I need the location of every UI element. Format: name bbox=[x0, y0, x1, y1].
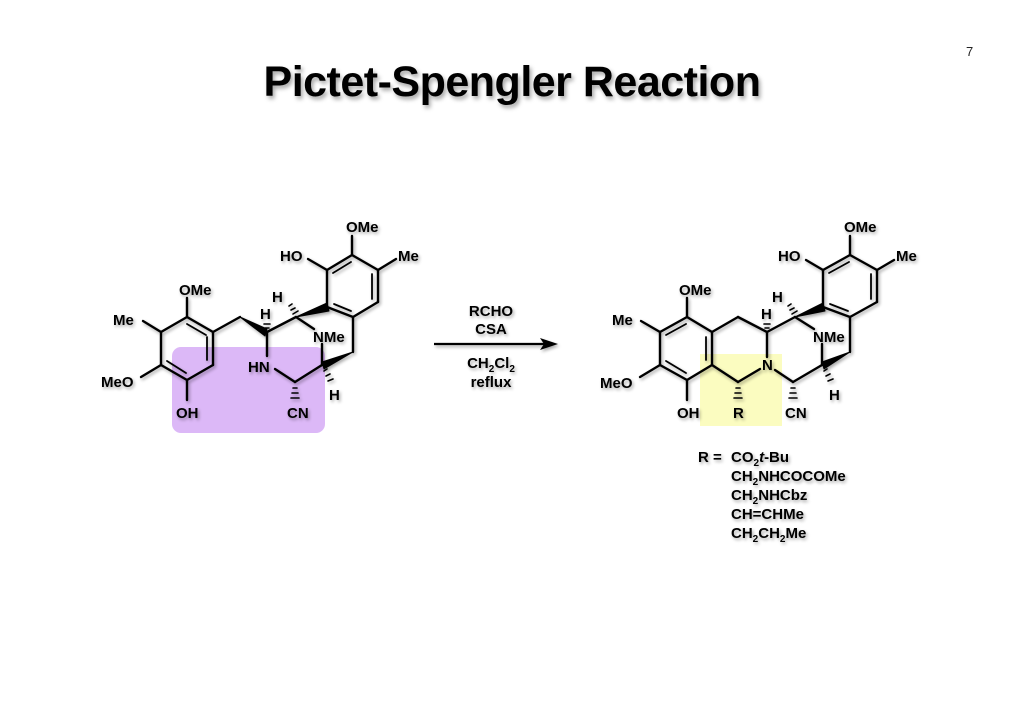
p-nme-label: NMe bbox=[813, 329, 845, 346]
p-h1-label: H bbox=[761, 306, 772, 323]
p-me-b-label: Me bbox=[896, 248, 917, 265]
p-h2-label: H bbox=[772, 289, 783, 306]
p-meo-a-label: MeO bbox=[600, 375, 633, 392]
sm-meo-a-label: MeO bbox=[101, 374, 134, 391]
reaction-arrow: RCHO CSA CH2Cl2 reflux bbox=[434, 303, 558, 391]
p-ho-b-label: HO bbox=[778, 248, 801, 265]
condition-label: reflux bbox=[471, 374, 513, 391]
sm-ome-a-label: OMe bbox=[179, 282, 212, 299]
p-ome-a-label: OMe bbox=[679, 282, 712, 299]
r-group-item: CH2NHCbz bbox=[731, 487, 807, 507]
p-n-label: N bbox=[762, 357, 773, 374]
reagent-label-1: RCHO bbox=[469, 303, 513, 320]
sm-h1-label: H bbox=[260, 306, 271, 323]
sm-ho-b-label: HO bbox=[280, 248, 303, 265]
r-group-item: CO2t-Bu bbox=[731, 449, 789, 469]
hashed-bonds bbox=[263, 303, 334, 399]
r-group-item: CH=CHMe bbox=[731, 506, 804, 523]
p-ome-b-label: OMe bbox=[844, 219, 877, 236]
p-cn-label: CN bbox=[785, 405, 807, 422]
page-number: 7 bbox=[966, 44, 974, 59]
piperazine-bonds bbox=[211, 234, 398, 384]
sm-nme-label: NMe bbox=[313, 329, 345, 346]
reagent-label-2: CSA bbox=[475, 321, 507, 338]
product-structure bbox=[638, 234, 896, 402]
sm-h2-label: H bbox=[272, 289, 283, 306]
starting-material-structure bbox=[139, 234, 398, 402]
p-oh-a-label: OH bbox=[677, 405, 700, 422]
r-group-prefix: R = bbox=[698, 449, 722, 466]
r-group-item: CH2NHCOCOMe bbox=[731, 468, 846, 488]
sm-cn-label: CN bbox=[287, 405, 309, 422]
p-me-a-label: Me bbox=[612, 312, 633, 329]
p-r-label: R bbox=[733, 405, 744, 422]
solvent-label: CH2Cl2 bbox=[467, 355, 515, 375]
sm-hn-label: HN bbox=[248, 359, 270, 376]
ring-a-bonds bbox=[139, 296, 215, 402]
sm-ome-b-label: OMe bbox=[346, 219, 379, 236]
sm-me-a-label: Me bbox=[113, 312, 134, 329]
r-group-item: CH2CH2Me bbox=[731, 525, 806, 545]
sm-me-b-label: Me bbox=[398, 248, 419, 265]
sm-oh-a-label: OH bbox=[176, 405, 199, 422]
slide-title: Pictet-Spengler Reaction bbox=[263, 58, 761, 106]
sm-h3-label: H bbox=[329, 387, 340, 404]
starting-material-highlight bbox=[172, 347, 325, 433]
arrowhead-icon bbox=[540, 338, 558, 350]
r-group-list: R = CO2t-BuCH2NHCOCOMeCH2NHCbzCH=CHMeCH2… bbox=[698, 449, 846, 545]
p-h3-label: H bbox=[829, 387, 840, 404]
